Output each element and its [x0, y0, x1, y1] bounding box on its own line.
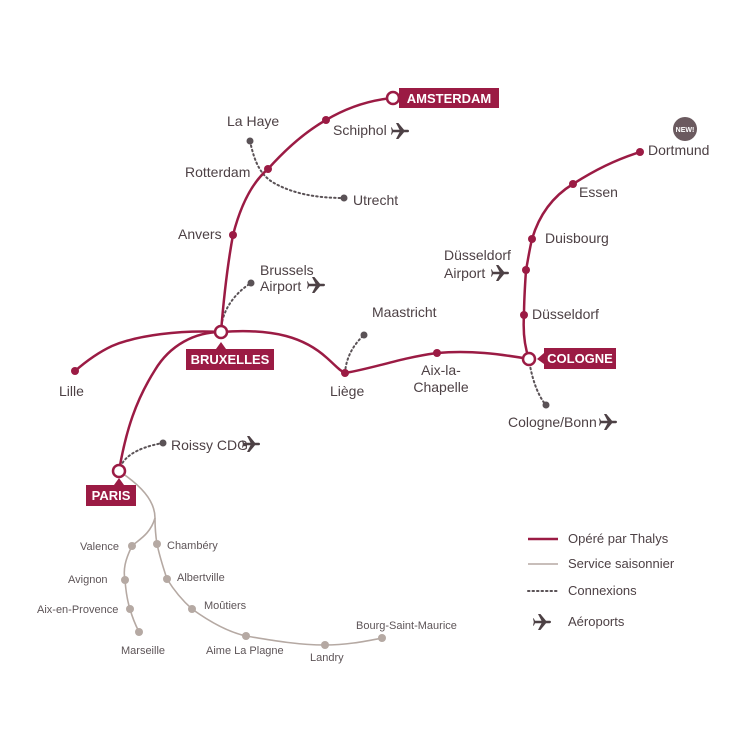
hub-label-amsterdam: AMSTERDAM	[407, 91, 492, 106]
airplane-icon	[391, 123, 409, 139]
label-chambery: Chambéry	[167, 540, 218, 552]
dot-essen	[569, 180, 577, 188]
legend-label-connections: Connexions	[568, 583, 637, 598]
label-dortmund: Dortmund	[648, 142, 709, 158]
airplane-icon	[307, 277, 325, 293]
label-valence: Valence	[80, 541, 119, 553]
line-bruxelles-lille	[74, 330, 222, 372]
dot-la-haye	[246, 137, 254, 145]
dot-lille	[71, 367, 79, 375]
dot-moutiers	[188, 605, 196, 613]
dot-anvers	[229, 231, 237, 239]
label-essen: Essen	[579, 184, 618, 200]
dot-liege	[341, 369, 349, 377]
label-moutiers: Moûtiers	[204, 600, 247, 612]
dot-dortmund	[636, 148, 644, 156]
dot-bourg	[378, 634, 386, 642]
label-schiphol: Schiphol	[333, 122, 387, 138]
dot-valence	[128, 542, 136, 550]
label-albertville: Albertville	[177, 572, 225, 584]
station-labels: Schiphol La Haye Rotterdam Utrecht Anver…	[59, 113, 709, 453]
hub-label-cologne: COLOGNE	[547, 351, 613, 366]
dot-aix-provence	[126, 605, 134, 613]
airplane-icon	[491, 265, 509, 281]
legend-label-operated: Opéré par Thalys	[568, 531, 669, 546]
label-maastricht: Maastricht	[372, 304, 437, 320]
dot-dusseldorf-airport	[522, 266, 530, 274]
hub-paris: PARIS	[86, 463, 136, 506]
hub-label-paris: PARIS	[92, 488, 131, 503]
new-badge-label: NEW!	[676, 127, 695, 134]
label-la-haye: La Haye	[227, 113, 279, 129]
airplane-icon	[599, 414, 617, 430]
connection-lines	[118, 140, 547, 472]
label-dusseldorf: Düsseldorf	[532, 306, 599, 322]
hub-cologne: COLOGNE	[521, 348, 616, 369]
seasonal-labels: Valence Avignon Aix-en-Provence Marseill…	[37, 540, 457, 664]
label-aime: Aime La Plagne	[206, 645, 284, 657]
label-rotterdam: Rotterdam	[185, 164, 250, 180]
legend-label-seasonal: Service saisonnier	[568, 556, 675, 571]
dot-chambery	[153, 540, 161, 548]
dot-aime	[242, 632, 250, 640]
connection-roissy	[118, 442, 164, 472]
hub-label-bruxelles: BRUXELLES	[191, 352, 270, 367]
label-bourg: Bourg-Saint-Maurice	[356, 620, 457, 632]
dot-albertville	[163, 575, 171, 583]
label-duisbourg: Duisbourg	[545, 230, 609, 246]
label-brussels-airport-1: Brussels	[260, 262, 314, 278]
legend: Opéré par Thalys Service saisonnier Conn…	[527, 531, 675, 630]
thalys-station-dots	[71, 116, 644, 377]
label-dusseldorf-airport-2: Airport	[444, 265, 485, 281]
label-marseille: Marseille	[121, 645, 165, 657]
connection-dots	[159, 137, 550, 447]
dot-maastricht	[360, 331, 368, 339]
dot-aix	[433, 349, 441, 357]
seasonal-dots	[121, 540, 386, 649]
label-utrecht: Utrecht	[353, 192, 398, 208]
label-aix-1: Aix-la-	[421, 362, 461, 378]
dot-marseille	[135, 628, 143, 636]
dot-cologne-bonn	[542, 401, 550, 409]
dot-roissy	[159, 439, 167, 447]
hub-bruxelles: BRUXELLES	[186, 324, 274, 370]
dot-dusseldorf	[520, 311, 528, 319]
connection-cologne-bonn	[528, 358, 547, 406]
label-dusseldorf-airport-1: Düsseldorf	[444, 247, 511, 263]
hub-amsterdam: AMSTERDAM	[385, 88, 499, 108]
label-landry: Landry	[310, 652, 344, 664]
seasonal-lines	[118, 470, 383, 646]
line-bruxelles-paris	[117, 330, 222, 472]
dot-utrecht	[340, 194, 348, 202]
label-aix-provence: Aix-en-Provence	[37, 604, 118, 616]
connection-la-haye-utrecht	[249, 140, 345, 199]
airplane-icon	[533, 614, 551, 630]
dot-rotterdam	[264, 165, 272, 173]
label-lille: Lille	[59, 383, 84, 399]
label-anvers: Anvers	[178, 226, 222, 242]
label-cologne-bonn: Cologne/Bonn	[508, 414, 597, 430]
dot-landry	[321, 641, 329, 649]
label-brussels-airport-2: Airport	[260, 278, 301, 294]
dot-avignon	[121, 576, 129, 584]
dot-duisbourg	[528, 235, 536, 243]
label-liege: Liège	[330, 383, 364, 399]
label-avignon: Avignon	[68, 574, 108, 586]
dot-brussels-airport	[247, 279, 255, 287]
new-badge: NEW!	[673, 117, 697, 141]
label-aix-2: Chapelle	[413, 379, 468, 395]
legend-label-airports: Aéroports	[568, 614, 625, 629]
dot-schiphol	[322, 116, 330, 124]
label-roissy: Roissy CDG	[171, 437, 248, 453]
connection-maastricht	[344, 334, 365, 374]
